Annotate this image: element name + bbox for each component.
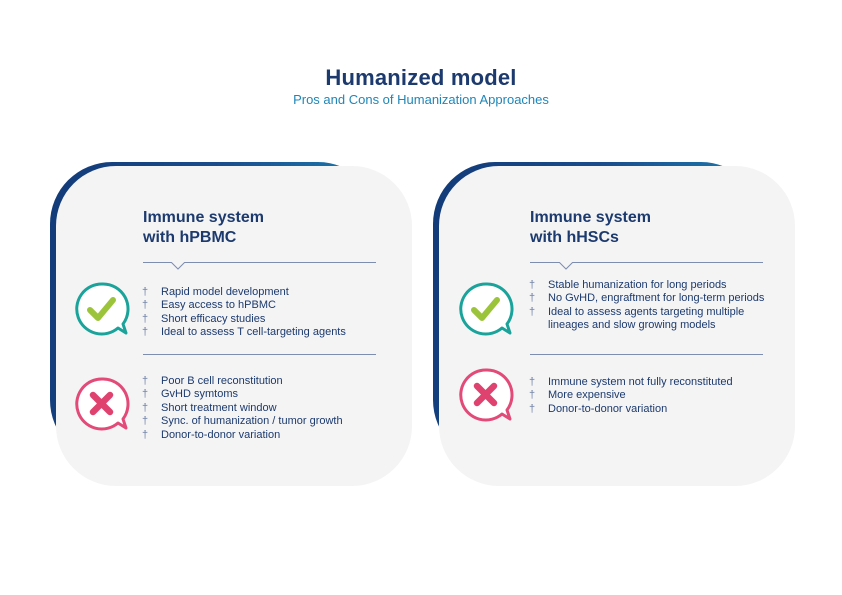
pros-list: †Rapid model development †Easy access to… — [142, 286, 392, 340]
divider-notch-icon — [559, 262, 573, 270]
cons-list: †Poor B cell reconstitution †GvHD symtom… — [142, 375, 392, 442]
check-speech-bubble-icon — [75, 282, 130, 336]
dagger-bullet-icon: † — [142, 388, 149, 401]
pros-list: †Stable humanization for long periods †N… — [529, 279, 774, 333]
section-divider — [143, 354, 376, 355]
dagger-bullet-icon: † — [142, 401, 149, 414]
card-title-line1: Immune system — [530, 209, 651, 226]
list-item: †Donor-to-donor variation — [529, 402, 668, 415]
list-item: †Easy access to hPBMC — [142, 299, 276, 312]
dagger-bullet-icon: † — [142, 312, 149, 325]
card-title-line2: with hPBMC — [143, 229, 237, 246]
card-hhscs: Immune system with hHSCs †Stable humaniz… — [433, 162, 795, 488]
card-title: Immune system with hPBMC — [143, 208, 264, 248]
list-item: †Short treatment window — [142, 401, 277, 414]
dagger-bullet-icon: † — [142, 375, 149, 387]
list-item: †Ideal to assess T cell-targeting agents — [142, 326, 346, 339]
list-item: †GvHD symtoms — [142, 388, 238, 401]
dagger-bullet-icon: † — [529, 402, 536, 415]
list-item: †Ideal to assess agents targeting multip… — [529, 305, 745, 332]
header: Humanized model Pros and Cons of Humaniz… — [0, 64, 842, 108]
cons-list: †Immune system not fully reconstituted †… — [529, 376, 774, 416]
dagger-bullet-icon: † — [529, 305, 536, 318]
dagger-bullet-icon: † — [529, 292, 536, 305]
list-item: †More expensive — [529, 389, 626, 402]
card-body: Immune system with hPBMC †Rapid model de… — [56, 166, 412, 486]
page-subtitle: Pros and Cons of Humanization Approaches — [293, 92, 549, 107]
list-item: †Short efficacy studies — [142, 312, 266, 325]
page-title: Humanized model — [325, 65, 517, 90]
divider-notch-icon — [171, 262, 185, 270]
card-title-line2: with hHSCs — [530, 229, 619, 246]
title-divider — [143, 262, 376, 263]
dagger-bullet-icon: † — [142, 326, 149, 339]
check-speech-bubble-icon — [459, 282, 514, 336]
x-speech-bubble-icon — [459, 368, 514, 422]
card-title: Immune system with hHSCs — [530, 208, 651, 248]
card-hpbmc: Immune system with hPBMC †Rapid model de… — [50, 162, 412, 488]
list-item: †Donor-to-donor variation — [142, 428, 281, 441]
card-title-line1: Immune system — [143, 209, 264, 226]
dagger-bullet-icon: † — [529, 389, 536, 402]
dagger-bullet-icon: † — [142, 299, 149, 312]
list-item: †Stable humanization for long periods — [529, 279, 727, 291]
list-item: †Rapid model development — [142, 286, 289, 298]
list-item: †Poor B cell reconstitution — [142, 375, 283, 387]
x-speech-bubble-icon — [75, 377, 130, 431]
list-item: †Sync. of humanization / tumor growth — [142, 415, 343, 428]
title-divider — [530, 262, 763, 263]
dagger-bullet-icon: † — [142, 415, 149, 428]
dagger-bullet-icon: † — [529, 376, 536, 388]
card-body: Immune system with hHSCs †Stable humaniz… — [439, 166, 795, 486]
list-item: †Immune system not fully reconstituted — [529, 376, 733, 388]
dagger-bullet-icon: † — [142, 428, 149, 441]
dagger-bullet-icon: † — [529, 279, 536, 291]
section-divider — [530, 354, 763, 355]
list-item: †No GvHD, engraftment for long-term peri… — [529, 292, 765, 305]
dagger-bullet-icon: † — [142, 286, 149, 298]
